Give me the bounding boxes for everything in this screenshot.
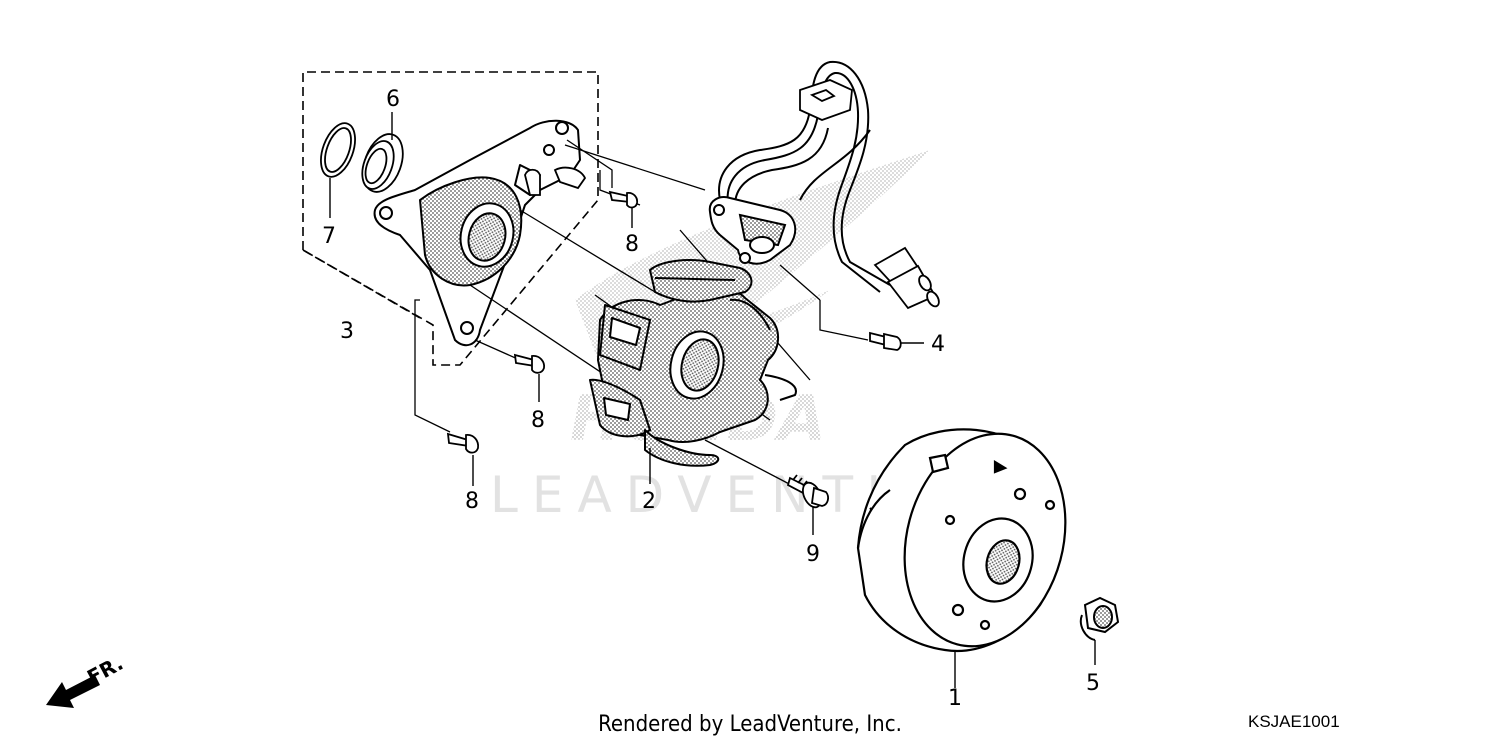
bolt-part-8-lower: [446, 432, 479, 454]
diagram-code: KSJAE1001: [1248, 712, 1340, 731]
assembly-bracket-3: [302, 71, 599, 366]
callout-2: 2: [642, 489, 656, 514]
pulser-sensor: [708, 196, 797, 265]
connector-terminals: [873, 246, 940, 310]
callout-9: 9: [806, 542, 820, 567]
callout-8-upper: 8: [625, 232, 639, 257]
callout-8-middle: 8: [531, 408, 545, 433]
cable-clamp: [524, 166, 587, 196]
bolt-part-8-upper: [608, 190, 639, 209]
stator-part-2: [589, 259, 797, 467]
o-ring-part-7: [320, 122, 356, 178]
stator-base-plate: [373, 119, 581, 347]
pulser-coil-harness: [718, 60, 891, 293]
footer-credit: Rendered by LeadVenture, Inc.: [598, 712, 902, 737]
coupler-block: [799, 79, 853, 121]
callout-4: 4: [931, 332, 945, 357]
callout-7: 7: [322, 224, 336, 249]
callout-3: 3: [340, 319, 354, 344]
bolt-part-4: [869, 331, 902, 351]
bolt-part-8-middle: [513, 353, 545, 374]
callout-6: 6: [386, 87, 400, 112]
flange-bolt-part-9: [786, 474, 829, 509]
callout-5: 5: [1086, 671, 1100, 696]
flywheel-rotor-part-1: [856, 428, 1067, 652]
bearing-part-6: [361, 133, 404, 193]
front-direction-arrow: FR.: [46, 651, 127, 708]
callout-8-lower: 8: [465, 489, 479, 514]
callout-1: 1: [948, 686, 962, 711]
flange-nut-part-5: [1079, 596, 1120, 641]
